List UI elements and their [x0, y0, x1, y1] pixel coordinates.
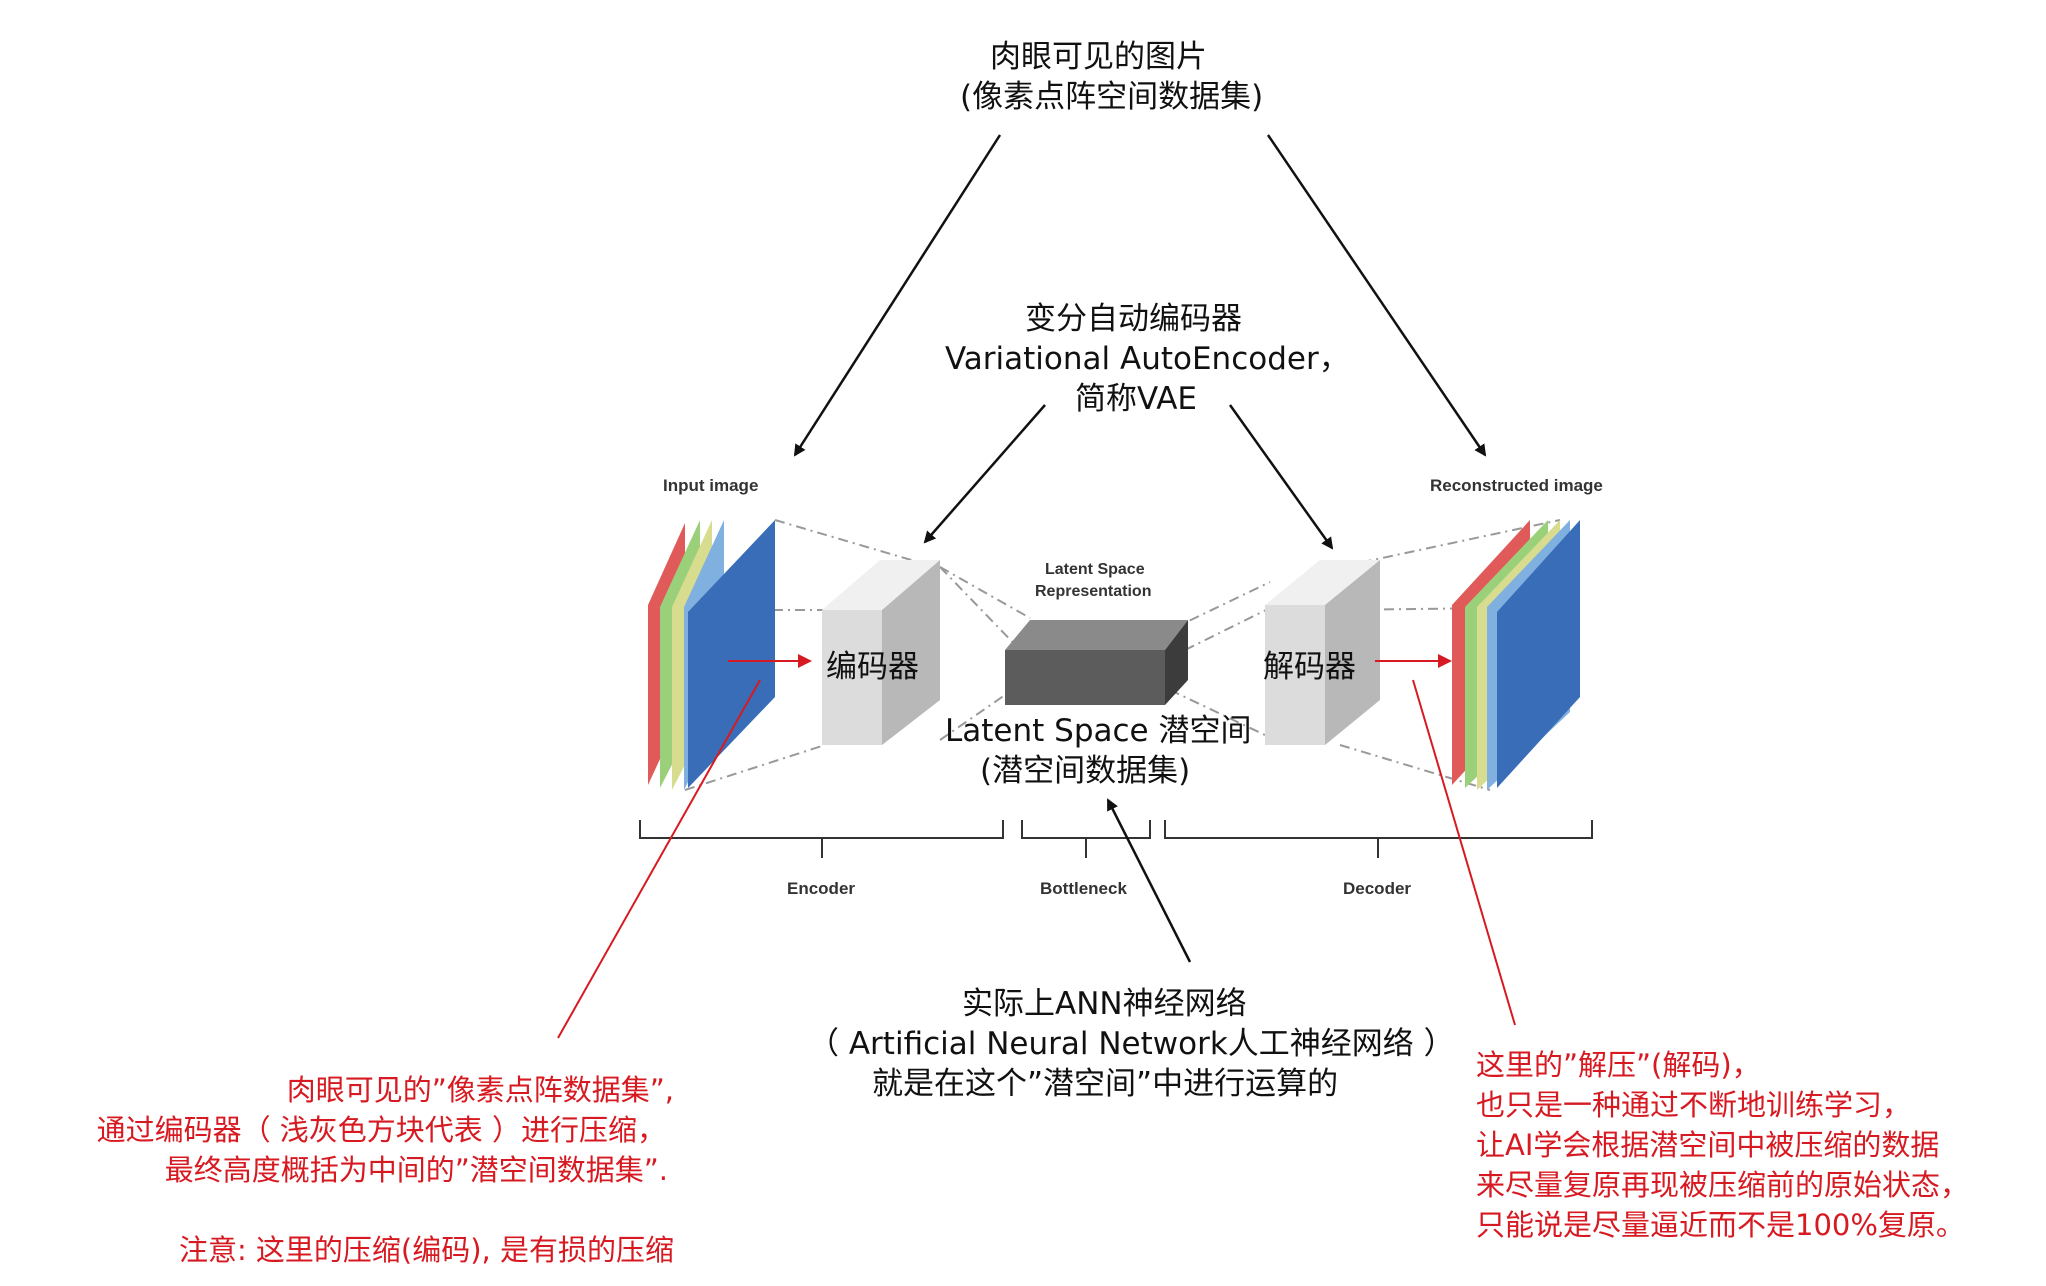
right-note-line5: 只能说是尽量逼近而不是100%复原。 [1476, 1208, 1965, 1242]
left-note-line4: 注意: 这里的压缩(编码), 是有损的压缩 [178, 1233, 674, 1267]
encoder-section-label: Encoder [787, 879, 856, 898]
arrow-to-decoder [1228, 404, 1334, 550]
right-note-line4: 来尽量复原再现被压缩前的原始状态， [1476, 1168, 1970, 1202]
arrow-to-input [793, 134, 1002, 457]
latent-caption-line2: (潜空间数据集) [980, 753, 1191, 789]
right-note-line3: 让AI学会根据潜空间中被压缩的数据 [1476, 1128, 1940, 1162]
reconstructed-image-label: Reconstructed image [1430, 476, 1603, 495]
encoder-block [822, 560, 940, 745]
decoder-section-label: Decoder [1343, 879, 1412, 898]
annotation-arrows [793, 134, 1487, 963]
latent-block [1005, 620, 1188, 705]
left-note-line3: 最终高度概括为中间的”潜空间数据集”. [164, 1153, 668, 1187]
encoder-box-label: 编码器 [826, 649, 919, 685]
vae-caption-line3: 简称VAE [1075, 381, 1198, 417]
latent-caption-line1: Latent Space 潜空间 [945, 713, 1252, 749]
right-note-line1: 这里的”解压”(解码)， [1476, 1048, 1761, 1082]
left-note-line2: 通过编码器（ 浅灰色方块代表 ）进行压缩， [96, 1113, 666, 1147]
top-caption-line1: 肉眼可见的图片 [990, 39, 1207, 75]
reconstructed-image-stack [1452, 520, 1580, 790]
input-image-stack [648, 520, 775, 790]
decoder-bracket [1164, 820, 1593, 858]
arrow-to-encoder [923, 404, 1046, 544]
red-arrows [557, 654, 1516, 1039]
encoder-bracket [639, 820, 1004, 858]
right-note-pointer [1412, 679, 1516, 1026]
left-note-pointer [557, 679, 761, 1039]
vae-caption-line2: Variational AutoEncoder， [945, 341, 1350, 377]
ann-caption-line1: 实际上ANN神经网络 [962, 986, 1247, 1022]
arrow-to-latent [1106, 798, 1192, 963]
ann-caption-line3: 就是在这个”潜空间”中进行运算的 [872, 1066, 1339, 1102]
bottleneck-bracket [1021, 820, 1151, 858]
arrow-to-output [1266, 134, 1487, 457]
decoder-block [1265, 560, 1380, 745]
input-image-label: Input image [663, 476, 759, 495]
decoder-box-label: 解码器 [1263, 649, 1356, 685]
latent-label-line2: Representation [1035, 583, 1152, 600]
bottleneck-section-label: Bottleneck [1040, 879, 1127, 898]
right-note-line2: 也只是一种通过不断地训练学习， [1476, 1088, 1912, 1122]
ann-caption-line2: （ Artificial Neural Network人工神经网络 ） [808, 1026, 1455, 1062]
vae-caption-line1: 变分自动编码器 [1025, 301, 1242, 337]
latent-label-line1: Latent Space [1045, 561, 1145, 578]
top-caption-line2: (像素点阵空间数据集) [960, 79, 1264, 115]
left-note-line1: 肉眼可见的”像素点阵数据集”, [286, 1073, 674, 1107]
